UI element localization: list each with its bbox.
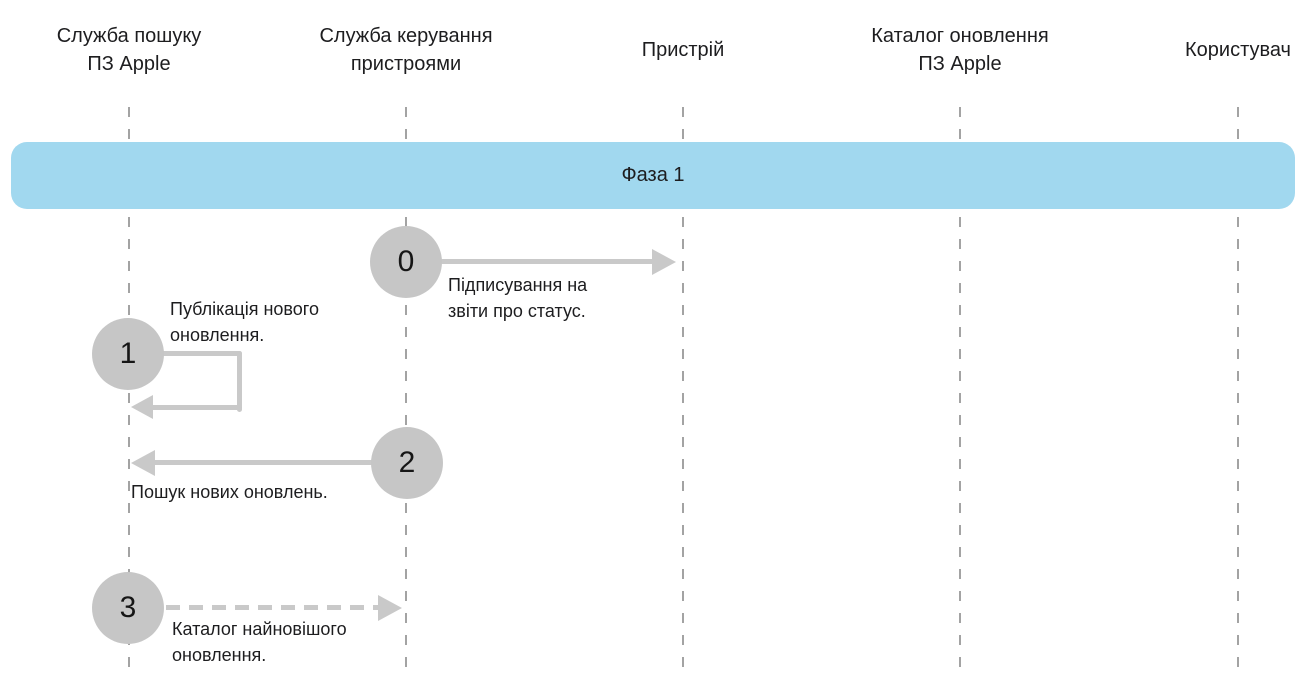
step-1-loop-right-line bbox=[237, 351, 242, 412]
step-1-label: Публікація нового оновлення. bbox=[170, 299, 319, 345]
actor-label-apple-software-update-catalog: Каталог оновлення ПЗ Apple bbox=[871, 25, 1049, 75]
step-1-arrowhead bbox=[131, 395, 153, 419]
lifeline-apple-software-update-catalog bbox=[959, 107, 961, 673]
actor-label-device-management-service: Служба керування пристроями bbox=[319, 25, 493, 75]
step-1-loop-top-line bbox=[160, 351, 242, 356]
step-2-arrow-line bbox=[150, 460, 374, 465]
step-0-arrowhead bbox=[652, 249, 676, 275]
step-2-circle: 2 bbox=[371, 427, 443, 499]
actor-label-user: Користувач bbox=[1185, 39, 1291, 61]
phase-band: Фаза 1 bbox=[11, 142, 1295, 209]
step-0-arrow-line bbox=[440, 259, 654, 264]
step-0-circle: 0 bbox=[370, 226, 442, 298]
step-3-arrowhead bbox=[378, 595, 402, 621]
lifeline-apple-software-lookup-service bbox=[128, 107, 130, 673]
lifeline-user bbox=[1237, 107, 1239, 673]
step-0-number: 0 bbox=[397, 245, 415, 278]
lifeline-device-management-service bbox=[405, 107, 407, 673]
step-0-label: Підписування на звіти про статус. bbox=[448, 275, 588, 321]
step-1-circle: 1 bbox=[92, 318, 164, 390]
lifeline-device bbox=[682, 107, 684, 673]
step-1-number: 1 bbox=[119, 337, 137, 370]
step-2-arrowhead bbox=[131, 450, 155, 476]
step-3-circle: 3 bbox=[92, 572, 164, 644]
step-2-label: Пошук нових оновлень. bbox=[131, 482, 328, 502]
step-2-number: 2 bbox=[398, 446, 416, 479]
actor-label-apple-software-lookup-service: Служба пошуку ПЗ Apple bbox=[56, 25, 202, 75]
phase-label: Фаза 1 bbox=[621, 164, 685, 186]
step-3-number: 3 bbox=[119, 591, 137, 624]
step-1-loop-bottom-line bbox=[149, 405, 242, 410]
actor-label-device: Пристрій bbox=[641, 39, 725, 61]
step-3-arrow-line bbox=[166, 605, 382, 610]
step-3-label: Каталог найновішого оновлення. bbox=[172, 619, 347, 665]
